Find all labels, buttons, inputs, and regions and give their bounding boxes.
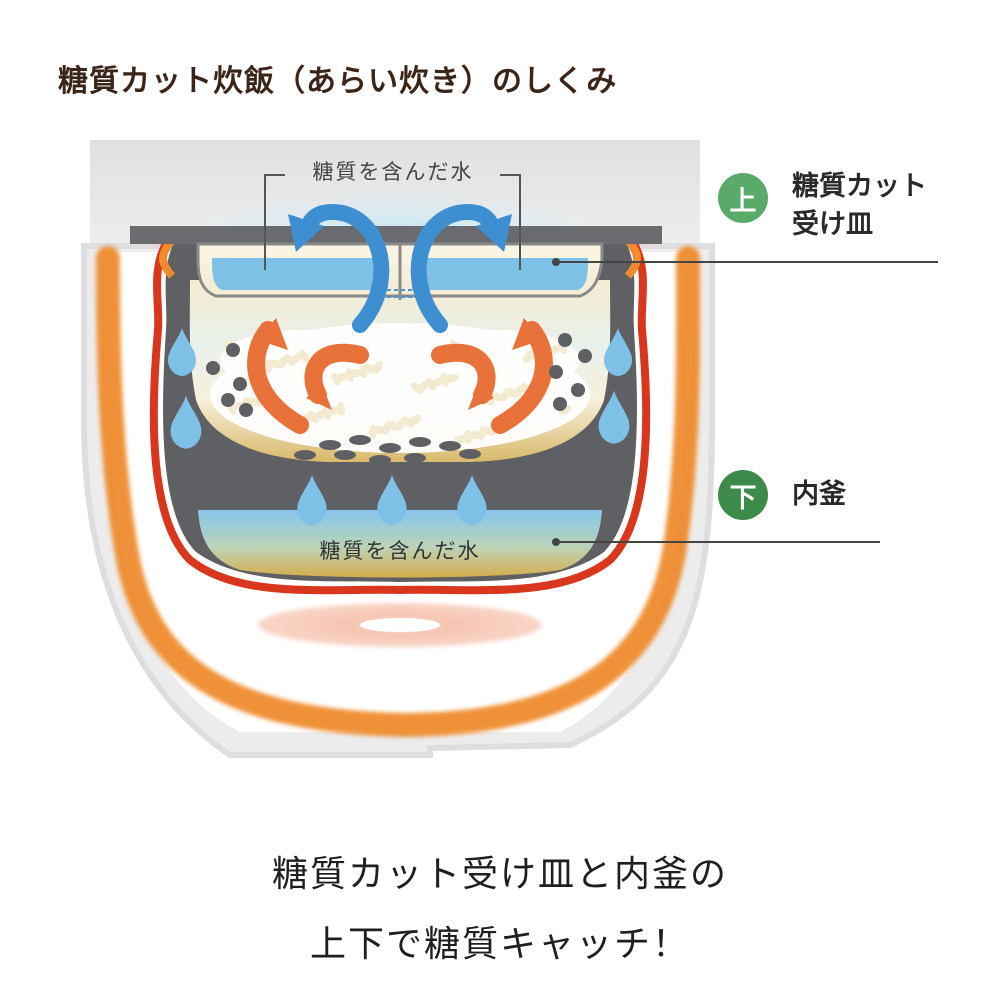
rice-grain — [454, 434, 468, 444]
starch-dot — [369, 455, 391, 465]
starch-dot — [571, 383, 585, 397]
starch-dot — [206, 361, 220, 375]
starch-dot — [349, 435, 371, 445]
upper-label-line1: 糖質カット — [792, 171, 927, 202]
carb-cut-tray — [130, 226, 662, 244]
rice-grain — [411, 382, 423, 394]
tray-water-left — [212, 258, 388, 290]
starch-dot — [226, 343, 240, 357]
water-droplet — [604, 328, 632, 376]
caption-line2: 上下で糖質キャッチ！ — [309, 924, 690, 965]
rice-grain — [331, 372, 341, 386]
caption-line1: 糖質カット受け皿と内釜の — [271, 854, 728, 895]
water-droplet — [170, 395, 202, 449]
inner-pot-rim — [149, 237, 651, 595]
blue-circulation-arrows — [297, 204, 503, 333]
water-droplet — [598, 390, 630, 444]
heater-coil — [96, 246, 701, 738]
bottom-water-label: 糖質を含んだ水 — [320, 539, 481, 563]
rice-grain — [522, 350, 534, 364]
rice-grain — [368, 425, 378, 439]
rice-grain — [322, 406, 332, 420]
starch-dot — [319, 440, 341, 450]
upper-badge: 上 — [718, 173, 768, 223]
starch-dot — [549, 365, 563, 379]
blue-arrowhead-right — [476, 214, 512, 252]
upper-label-line2: 受け皿 — [792, 209, 873, 240]
starch-dot — [439, 441, 461, 451]
starch-dot — [553, 397, 567, 411]
page-title: 糖質カット炊飯（あらい炊き）のしくみ — [58, 64, 618, 99]
lower-badge: 下 — [718, 470, 768, 520]
starch-dot — [221, 393, 235, 407]
lower-label-line1: 内釜 — [792, 479, 846, 510]
water-droplets — [168, 328, 632, 526]
starch-dot — [239, 403, 253, 417]
bottom-water — [198, 510, 602, 578]
starch-dot — [404, 453, 426, 463]
water-droplet — [377, 474, 407, 526]
starch-dot — [578, 349, 592, 363]
water-droplet — [457, 474, 487, 526]
starch-dot — [459, 449, 481, 459]
starch-dot — [409, 437, 431, 447]
starch-particles — [206, 333, 592, 465]
starch-dot — [558, 333, 572, 347]
starch-dot — [233, 377, 247, 391]
starch-dot — [294, 450, 316, 460]
water-droplet — [168, 328, 196, 376]
water-droplet — [297, 474, 327, 526]
top-water-bracket — [264, 174, 285, 270]
starch-dot — [334, 450, 356, 460]
starch-dot — [379, 443, 401, 453]
top-water-label: 糖質を含んだ水 — [313, 160, 474, 184]
tray-water-right — [412, 258, 588, 290]
blue-arrowhead-left — [288, 214, 324, 252]
